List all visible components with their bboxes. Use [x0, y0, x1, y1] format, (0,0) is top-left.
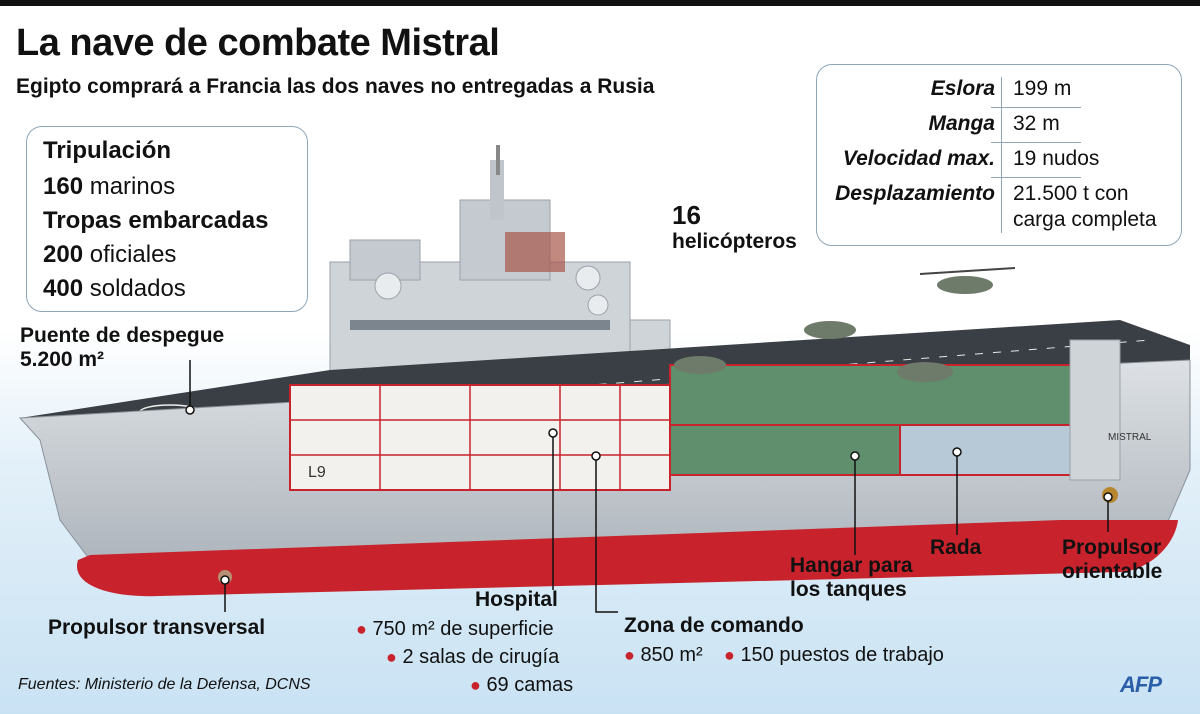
cutaway-interior: [289, 339, 1121, 491]
hospital-beds: ● 69 camas: [470, 674, 574, 696]
troops-soldiers-text: soldados: [89, 275, 186, 302]
ship-name-marking: MISTRAL: [1108, 432, 1152, 443]
spec-key: Eslora: [930, 77, 995, 100]
spec-value: 199 m: [1013, 77, 1072, 100]
crew-marinos: 160 marinos: [43, 173, 175, 201]
crew-heading: Tripulación: [43, 137, 172, 164]
hangar-label-1: Hangar para: [790, 554, 913, 577]
page-title: La nave de combate Mistral: [16, 22, 500, 64]
heli-label: helicópteros: [672, 230, 797, 253]
spec-key: Desplazamiento: [835, 182, 995, 205]
hospital-beds-text: 69 camas: [486, 674, 574, 696]
hospital-area-text: 750 m² de superficie: [372, 618, 554, 640]
command-workstations: ● 150 puestos de trabajo: [724, 644, 944, 666]
leader-lines: [185, 360, 1113, 613]
hospital-area: ● 750 m² de superficie: [356, 618, 554, 640]
spec-value-2: carga completa: [1013, 208, 1157, 231]
hospital-rooms-text: 2 salas de cirugía: [402, 646, 560, 668]
spec-key: Manga: [928, 112, 995, 135]
spec-value: 32 m: [1013, 112, 1060, 135]
crew-box: Tripulación 160 marinos Tropas embarcada…: [26, 126, 308, 312]
spec-key: Velocidad max.: [842, 147, 995, 170]
troops-officers-num: 200: [43, 241, 84, 268]
propulsor-orientable-1: Propulsor: [1062, 536, 1162, 559]
troops-officers: 200 oficiales: [43, 241, 176, 269]
spec-value: 21.500 t con: [1013, 182, 1129, 205]
source-note: Fuentes: Ministerio de la Defensa, DCNS: [18, 676, 311, 693]
rada-label: Rada: [930, 536, 982, 559]
top-rule: [0, 0, 1200, 6]
spec-box: Eslora 199 m Manga 32 m Velocidad max. 1…: [816, 64, 1182, 246]
crew-marinos-text: marinos: [89, 173, 176, 200]
hangar-label-2: los tanques: [790, 578, 907, 601]
troops-heading: Tropas embarcadas: [43, 207, 269, 234]
deck-label: Puente de despegue: [20, 324, 225, 347]
troops-officers-text: oficiales: [89, 241, 177, 268]
page-subtitle: Egipto comprará a Francia las dos naves …: [16, 75, 655, 98]
hull-red: [76, 520, 1179, 597]
heli-count: 16: [672, 200, 701, 230]
command-label: Zona de comando: [624, 614, 804, 637]
crew-marinos-num: 160: [43, 173, 84, 200]
command-area-text: 850 m²: [640, 644, 703, 666]
spec-value: 19 nudos: [1013, 147, 1100, 170]
superstructure: [329, 145, 671, 373]
hull-marking: L9: [308, 464, 326, 481]
afp-logo: AFP: [1120, 672, 1162, 697]
propulsor-transversal: Propulsor transversal: [48, 616, 266, 639]
propulsor-orientable-2: orientable: [1062, 560, 1163, 583]
command-workstations-text: 150 puestos de trabajo: [740, 644, 944, 666]
helicopters: [674, 267, 1016, 382]
hospital-rooms: ● 2 salas de cirugía: [386, 646, 560, 668]
hospital-label: Hospital: [475, 588, 558, 611]
troops-soldiers-num: 400: [43, 275, 84, 302]
deck-area: 5.200 m²: [20, 348, 105, 371]
command-area: ● 850 m²: [624, 644, 703, 666]
troops-soldiers: 400 soldados: [43, 275, 186, 303]
